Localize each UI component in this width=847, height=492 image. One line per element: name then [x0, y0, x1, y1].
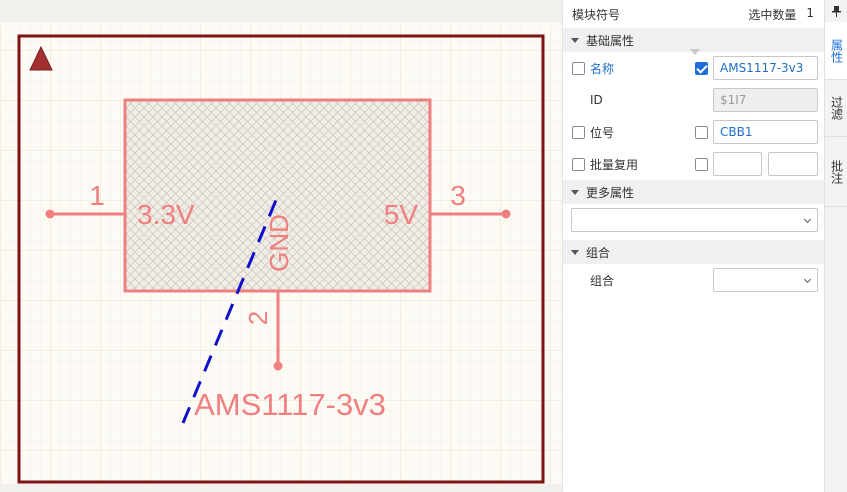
pin-2-name: GND [264, 214, 294, 272]
name-visible-checkbox[interactable] [695, 61, 708, 75]
batch-input-2[interactable] [768, 152, 818, 176]
pin-1-name: 3.3V [137, 199, 195, 230]
row-more-select [563, 204, 824, 236]
id-input: $1I7 [713, 88, 818, 112]
pin-2-endpoint[interactable] [273, 361, 283, 371]
tab-filter[interactable]: 过滤 [825, 80, 847, 137]
canvas-top-strip [0, 0, 562, 22]
pin-icon-glyph [831, 5, 841, 17]
caret-down-icon [571, 189, 579, 195]
row-id: ID $1I7 [563, 84, 824, 116]
section-title: 更多属性 [586, 185, 635, 200]
tab-filter-label: 过滤 [829, 96, 844, 120]
batch-input-1[interactable] [713, 152, 762, 176]
canvas-bottom-strip [0, 484, 562, 492]
column-marker-icon [690, 49, 700, 55]
component-value-label[interactable]: AMS1117-3v3 [194, 387, 386, 422]
pin-3-number: 3 [450, 180, 466, 211]
tab-properties[interactable]: 属性 [825, 22, 847, 80]
dashed-connection-line[interactable] [181, 192, 281, 424]
batch-visible-checkbox[interactable] [695, 157, 708, 171]
row-name: 名称 AMS1117-3v3 [563, 52, 824, 84]
section-group[interactable]: 组合 [563, 240, 824, 264]
group-select[interactable] [713, 268, 818, 292]
pin-3-name: 5V [384, 199, 419, 230]
group-label: 组合 [590, 273, 615, 288]
chevron-down-icon [803, 275, 812, 284]
row-group: 组合 [563, 264, 824, 296]
panel-title: 模块符号 [572, 7, 621, 22]
side-tabs: 属性 过滤 批注 [824, 0, 847, 492]
batch-label: 批量复用 [590, 157, 639, 172]
id-label: ID [590, 93, 603, 107]
designator-label: 位号 [590, 125, 615, 140]
component-body[interactable] [123, 98, 432, 293]
tab-properties-label: 属性 [829, 38, 844, 63]
selected-count-area: 选中数量 1 [748, 6, 814, 23]
row-designator: 位号 CBB1 [563, 116, 824, 148]
section-title: 组合 [586, 245, 611, 260]
designator-visible-checkbox[interactable] [695, 125, 708, 139]
property-panel: 模块符号 选中数量 1 基础属性 名称 AMS1117-3v3 ID $1I7 … [562, 0, 824, 492]
section-basic-properties[interactable]: 基础属性 [563, 28, 824, 52]
pin-1-number: 1 [89, 180, 105, 211]
name-left-checkbox[interactable] [572, 61, 585, 75]
section-title: 基础属性 [586, 33, 635, 48]
panel-header: 模块符号 选中数量 1 [563, 0, 824, 28]
name-input[interactable]: AMS1117-3v3 [713, 56, 818, 80]
section-more-properties[interactable]: 更多属性 [563, 180, 824, 204]
batch-left-checkbox[interactable] [572, 157, 585, 171]
pin-2-number: 2 [243, 311, 273, 325]
warning-triangle-icon[interactable] [29, 45, 53, 71]
pin-icon[interactable] [825, 0, 847, 22]
more-properties-select[interactable] [571, 208, 818, 232]
pin-3-endpoint[interactable] [501, 209, 511, 219]
designator-left-checkbox[interactable] [572, 125, 585, 139]
chevron-down-icon [803, 215, 812, 224]
selected-count-value: 1 [806, 5, 814, 20]
tab-comments-label: 批注 [829, 159, 844, 184]
designator-input[interactable]: CBB1 [713, 120, 818, 144]
caret-down-icon [571, 37, 579, 43]
row-batch-reuse: 批量复用 [563, 148, 824, 180]
name-label: 名称 [590, 61, 615, 76]
caret-down-icon [571, 249, 579, 255]
schematic-canvas[interactable]: 1 3 2 3.3V 5V GND AMS1117-3v3 [0, 0, 562, 492]
canvas-drawing[interactable]: 1 3 2 3.3V 5V GND AMS1117-3v3 [0, 0, 562, 492]
selection-frame[interactable] [17, 34, 545, 484]
pin-1-endpoint[interactable] [45, 209, 55, 219]
selected-count-label: 选中数量 [748, 7, 797, 22]
tab-comments[interactable]: 批注 [825, 137, 847, 207]
